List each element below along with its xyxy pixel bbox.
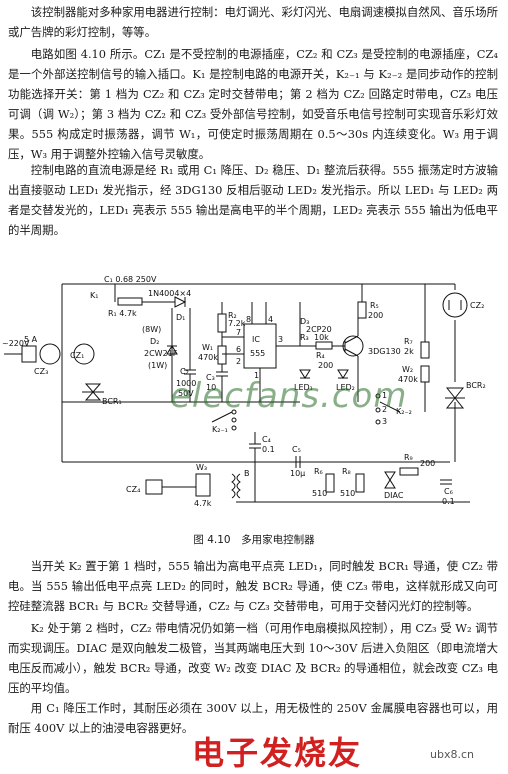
label-k22: K₂₋₂	[396, 407, 412, 416]
label-w1-value: 470k	[198, 353, 218, 362]
label-c2-voltage: 50V	[178, 389, 194, 398]
label-w2: W₂	[402, 365, 413, 374]
label-c3: C₃	[206, 373, 215, 382]
label-w2-value: 470k	[398, 375, 418, 384]
label-bcr2: BCR₂	[466, 381, 486, 390]
brand-watermark: 电子发烧友	[192, 734, 363, 772]
label-r4: R₄	[316, 351, 325, 360]
label-w3: W₃	[196, 463, 207, 472]
label-r3: R₃	[300, 333, 309, 342]
label-c4: C₄	[262, 435, 271, 444]
paragraph-mode2: K₂ 处于第 2 档时，CZ₂ 带电情况仍如第一档（可用作电扇模拟风控制），用 …	[8, 621, 498, 695]
label-c4-value: 0.1	[262, 445, 275, 454]
label-pin8: 8	[246, 315, 251, 324]
label-pin6: 6	[236, 345, 241, 354]
label-transistor: 3DG130	[368, 347, 401, 356]
label-r1-watt: (8W)	[142, 325, 161, 334]
paragraph-intro: 该控制器能对多种家用电器进行控制：电灯调光、彩灯闪光、电扇调速模拟自然风、音乐场…	[8, 5, 498, 39]
paragraph-mode1: 当开关 K₂ 置于第 1 档时，555 输出为高电平点亮 LED₁，同时触发 B…	[8, 559, 498, 613]
label-r1: R₁ 4.7k	[108, 309, 137, 318]
label-r9: R₉	[404, 453, 413, 462]
label-pin1: 1	[254, 371, 259, 380]
label-cz4: CZ₄	[126, 485, 140, 494]
label-pin4: 4	[268, 315, 273, 324]
label-sw3: 3	[382, 417, 387, 426]
site-watermark: ubx8.cn	[430, 748, 474, 761]
label-cz1: CZ₁	[70, 351, 84, 360]
label-cz3: CZ₃	[34, 367, 48, 376]
label-fuse: 5 A	[24, 335, 38, 344]
label-c6-value: 0.1	[442, 497, 455, 506]
label-c2: C₂	[180, 367, 189, 376]
label-d2-watt: (1W)	[148, 361, 167, 370]
label-r5-value: 200	[368, 311, 383, 320]
label-ic-555: 555	[250, 349, 265, 358]
label-r8-value: 510	[340, 489, 355, 498]
label-d1: 1N4004×4	[148, 289, 191, 298]
label-pin2: 2	[236, 357, 241, 366]
circuit-diagram: ~220V 5 A CZ₁ CZ₂ CZ₃ CZ₄ K₁ C₁ 0.68 250…	[2, 275, 486, 508]
figure-caption: 图 4.10 多用家电控制器	[193, 534, 315, 546]
label-r9-value: 200	[420, 459, 435, 468]
label-cz2: CZ₂	[470, 301, 484, 310]
label-sw2: 2	[382, 405, 387, 414]
label-r4-value: 200	[318, 361, 333, 370]
elecfans-watermark: elecfans.com	[170, 376, 408, 416]
label-mains: ~220V	[2, 339, 30, 348]
label-c3-value: 10	[206, 383, 216, 392]
label-bcr1: BCR₁	[102, 397, 122, 406]
label-w1: W₁	[202, 343, 213, 352]
label-diac: DIAC	[384, 491, 404, 500]
label-k21: K₂₋₁	[212, 425, 228, 434]
label-d3: D₃	[300, 317, 309, 326]
label-c5-value: 10μ	[290, 469, 305, 478]
label-led2: LED₂	[336, 383, 355, 392]
label-r7: R₇	[404, 337, 413, 346]
label-r5: R₅	[370, 301, 379, 310]
label-r6-value: 510	[312, 489, 327, 498]
label-r8: R₈	[342, 467, 351, 476]
label-c2-value: 1000	[176, 379, 196, 388]
paragraph-power-supply: 控制电路的直流电源是经 R₁ 或用 C₁ 降压、D₂ 稳压、D₁ 整流后获得。5…	[8, 163, 498, 237]
label-pin3: 3	[278, 335, 283, 344]
label-pin7: 7	[236, 328, 241, 337]
label-w3-value: 4.7k	[194, 499, 212, 508]
label-c1: C₁ 0.68 250V	[104, 275, 157, 284]
paragraph-circuit-description: 电路如图 4.10 所示。CZ₁ 是不受控制的电源插座，CZ₂ 和 CZ₃ 是受…	[8, 47, 498, 161]
label-r2-value: 7.2k	[228, 319, 246, 328]
label-r7-value: 2k	[404, 347, 414, 356]
label-sw1: 1	[382, 391, 387, 400]
label-r2: R₂	[228, 311, 237, 320]
label-ic: IC	[252, 335, 260, 344]
label-c6: C₆	[444, 487, 453, 496]
label-r6: R₆	[314, 467, 323, 476]
label-d3-type: 2CP20	[306, 325, 332, 334]
label-r3-value: 10k	[314, 333, 329, 342]
label-d1-ref: D₁	[176, 313, 185, 322]
label-k1: K₁	[90, 291, 98, 300]
paragraph-capacitor-note: 用 C₁ 降压工作时，其耐压必须在 300V 以上，用无极性的 250V 金属膜…	[8, 701, 498, 735]
label-transformer: B	[244, 469, 250, 478]
label-d2-type: 2CW21F	[144, 349, 178, 358]
label-c5: C₅	[292, 445, 301, 454]
label-d2: D₂	[150, 337, 159, 346]
label-led1: LED₁	[294, 383, 313, 392]
